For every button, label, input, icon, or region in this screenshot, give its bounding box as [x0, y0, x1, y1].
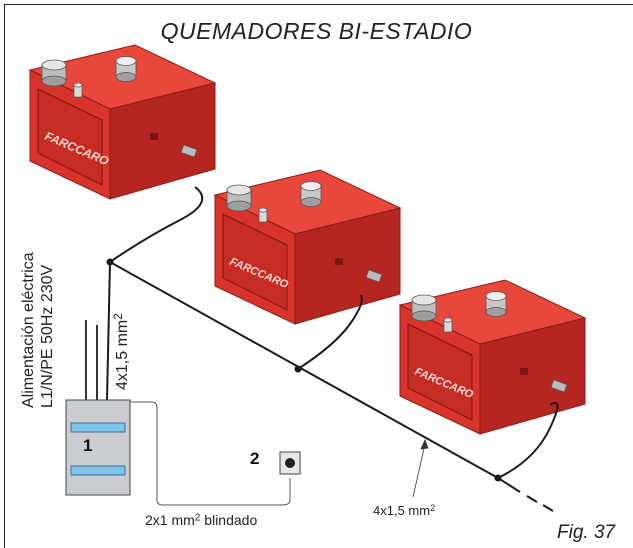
cable-label-pointer [412, 438, 429, 498]
cable-spec-suffix: blindado [200, 512, 258, 528]
power-supply-line-1: Alimentación eléctrica [20, 252, 37, 408]
burner-unit-1: FARCCARO [29, 44, 216, 200]
main-cable [106, 186, 559, 512]
figure-caption: Fig. 37 [557, 522, 616, 543]
cable-spec-exponent: 2 [194, 512, 201, 524]
burner-unit-2: FARCCARO [214, 169, 401, 325]
shielded-cable-label: 2x1 mm2 blindado [145, 512, 257, 528]
shielded-cable [118, 401, 291, 506]
cable-junctions [106, 258, 502, 482]
flame-sensor [279, 451, 301, 475]
power-supply-label: Alimentación eléctrica L1/N/PE 50Hz 230V [19, 252, 57, 408]
sensor-number: 2 [250, 449, 260, 468]
main-cable-label-vertical: 4x1,5 mm2 [113, 313, 132, 390]
cable-spec-exponent: 2 [430, 503, 436, 513]
cable-spec-text: 4x1,5 mm [373, 503, 431, 519]
cable-spec-text: 2x1 mm [145, 512, 195, 528]
control-box-number: 1 [83, 436, 93, 455]
cable-spec-exponent: 2 [113, 313, 125, 320]
diagram-title: QUEMADORES BI-ESTADIO [160, 18, 473, 44]
supply-wires [85, 320, 98, 400]
figure-frame [4, 4, 633, 548]
control-box [65, 399, 131, 496]
cable-spec-text: 4x1,5 mm [114, 319, 132, 390]
burner-unit-3: FARCCARO [399, 279, 586, 435]
power-supply-line-2: L1/N/PE 50Hz 230V [39, 264, 56, 408]
main-cable-label-bottom: 4x1,5 mm2 [373, 503, 435, 518]
